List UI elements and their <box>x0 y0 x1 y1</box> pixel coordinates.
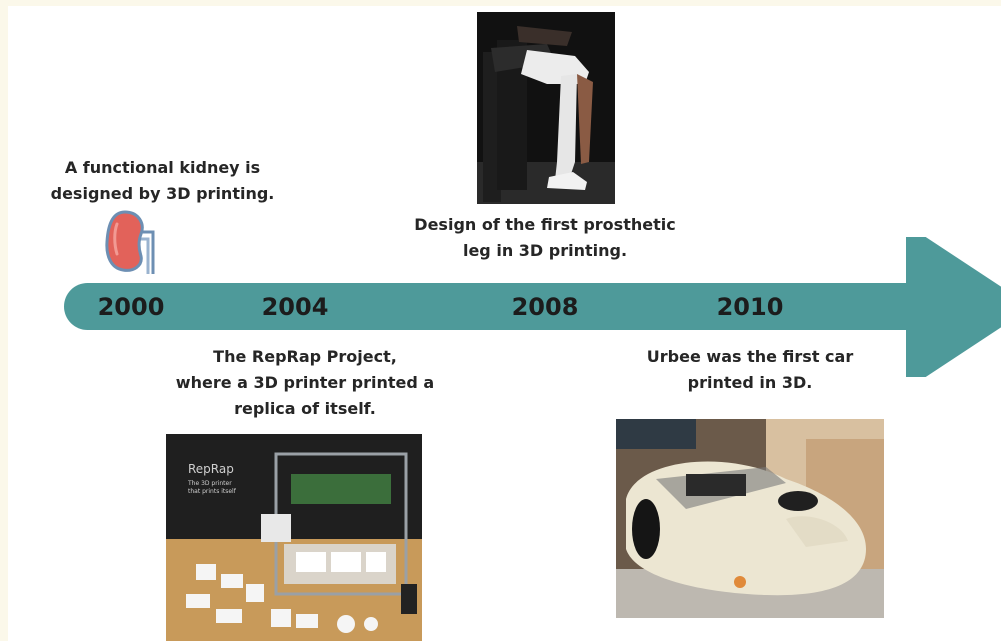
caption-prosthetic-leg: Design of the first prosthetic leg in 3D… <box>414 215 676 260</box>
prosthetic-leg-photo <box>477 12 615 204</box>
caption-urbee: Urbee was the first car printed in 3D. <box>646 347 854 392</box>
arrow-head-icon <box>906 237 1001 377</box>
urbee-car-photo <box>616 419 884 618</box>
timeline-arrow-body <box>64 283 934 330</box>
year-2000: 2000 <box>97 293 165 321</box>
page-edge-left <box>0 0 8 641</box>
year-2008: 2008 <box>511 293 579 321</box>
year-2010: 2010 <box>716 293 784 321</box>
caption-kidney: A functional kidney is designed by 3D pr… <box>50 158 275 203</box>
reprap-photo-title: RepRap <box>188 462 234 476</box>
reprap-photo-subtitle: The 3D printer that prints itself <box>188 480 236 495</box>
year-2004: 2004 <box>261 293 329 321</box>
page-edge-top <box>0 0 1001 6</box>
kidney-icon <box>105 210 155 274</box>
caption-reprap: The RepRap Project, where a 3D printer p… <box>175 347 435 418</box>
reprap-printer-photo: RepRap The 3D printer that prints itself <box>166 434 422 641</box>
